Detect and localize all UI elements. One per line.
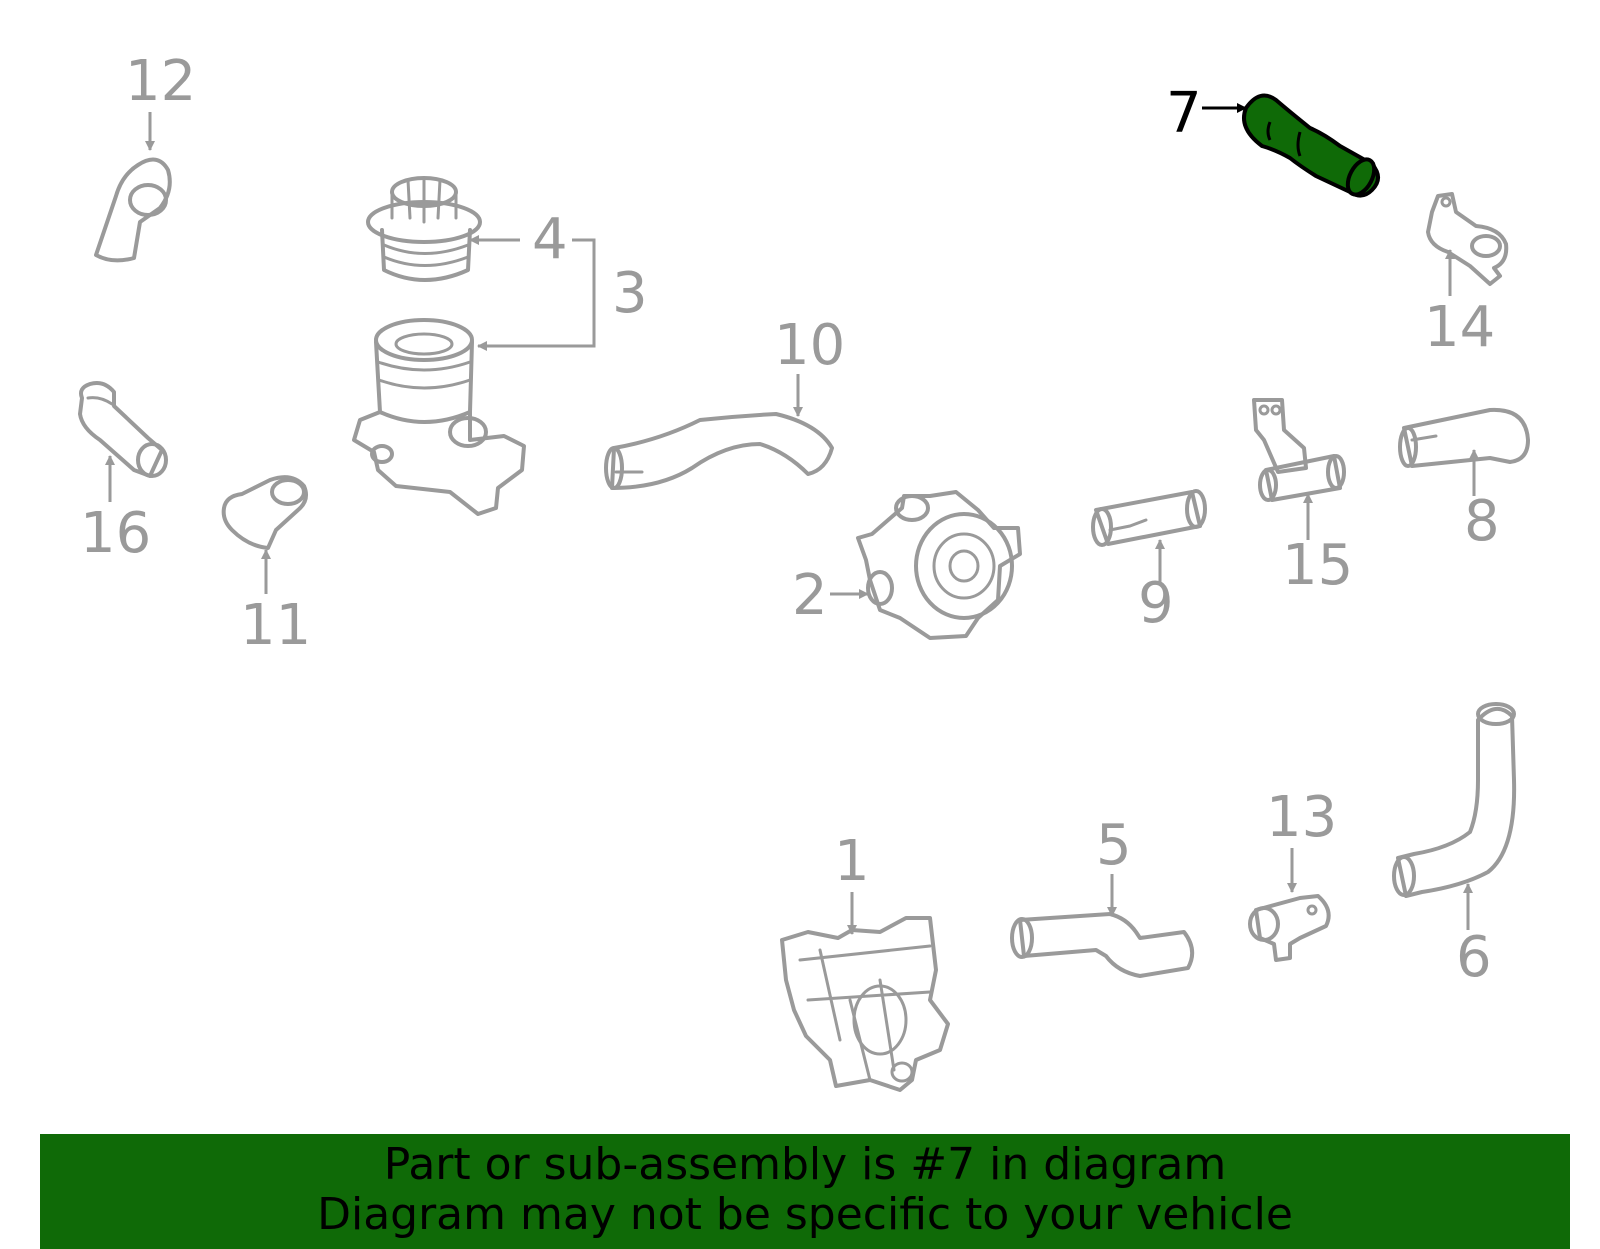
callout-8[interactable]: 8: [1464, 489, 1500, 554]
bracket-3: [477, 238, 596, 351]
callout-2[interactable]: 2: [792, 563, 828, 628]
part-12-elbow[interactable]: [94, 157, 172, 263]
part-11-elbow[interactable]: [221, 475, 308, 550]
callout-11[interactable]: 11: [240, 593, 311, 658]
part-13-sensor[interactable]: [1248, 894, 1331, 962]
banner-line-2: Diagram may not be specific to your vehi…: [317, 1189, 1293, 1240]
part-9-hose[interactable]: [1091, 489, 1207, 547]
callout-4[interactable]: 4: [532, 207, 568, 272]
part-5-hose[interactable]: [1010, 912, 1195, 978]
callout-16[interactable]: 16: [80, 501, 151, 566]
part-14-bracket[interactable]: [1426, 192, 1509, 286]
part-6-hose[interactable]: [1392, 702, 1517, 898]
part-7-hose[interactable]: [1242, 93, 1380, 199]
part-1-housing[interactable]: [780, 916, 950, 1092]
info-banner: Part or sub-assembly is #7 in diagram Di…: [40, 1134, 1570, 1249]
part-10-hose[interactable]: [604, 412, 834, 490]
callout-6[interactable]: 6: [1456, 925, 1492, 990]
part-8-hose[interactable]: [1398, 407, 1530, 468]
part-4-cap[interactable]: [366, 176, 482, 282]
callout-10[interactable]: 10: [774, 313, 845, 378]
part-2-water-pump[interactable]: [856, 490, 1022, 640]
part-16-fitting[interactable]: [78, 381, 168, 478]
part-3-housing[interactable]: [352, 318, 526, 516]
banner-line-1: Part or sub-assembly is #7 in diagram: [383, 1139, 1227, 1190]
callout-5[interactable]: 5: [1096, 813, 1132, 878]
callout-12[interactable]: 12: [125, 49, 196, 114]
callout-1[interactable]: 1: [834, 829, 870, 894]
callout-3[interactable]: 3: [612, 261, 648, 326]
part-15-fitting[interactable]: [1252, 398, 1346, 502]
callout-14[interactable]: 14: [1424, 295, 1495, 360]
callout-13[interactable]: 13: [1266, 785, 1337, 850]
callout-15[interactable]: 15: [1282, 533, 1353, 598]
callout-7[interactable]: 7: [1166, 81, 1202, 146]
callout-9[interactable]: 9: [1138, 571, 1174, 636]
